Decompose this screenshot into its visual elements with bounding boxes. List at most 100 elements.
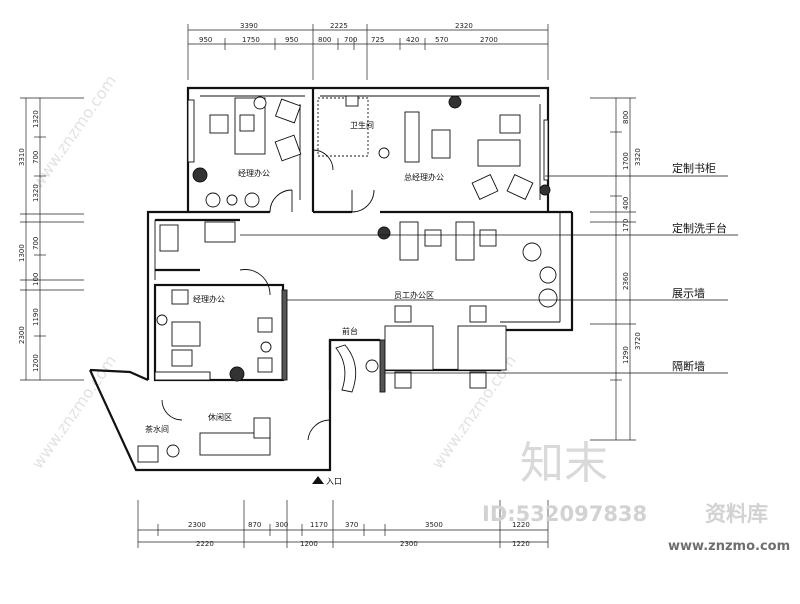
plant: [539, 184, 551, 196]
room-label-entrance: 入口: [326, 477, 342, 486]
armchair: [274, 134, 302, 162]
dim-left-part: 700: [32, 237, 40, 250]
dim-right-part: 2360: [622, 272, 630, 290]
armchair: [253, 417, 271, 439]
dimension-texts: 3390 2225 2320 950 1750 950 800 700 725 …: [18, 22, 642, 548]
doors: [161, 149, 375, 442]
armchair: [257, 357, 273, 373]
tea-table: [431, 129, 451, 159]
dim-left-total: 3310: [18, 148, 26, 166]
dim-bottom-total: 1200: [300, 540, 318, 548]
dimension-lines: [20, 24, 636, 548]
dim-bottom-total: 2300: [400, 540, 418, 548]
dim-right-part: 1290: [622, 346, 630, 364]
room-label-reception: 前台: [342, 326, 358, 336]
callout-custom-bookcase: 定制书柜: [672, 161, 716, 175]
room-label-manager-office-1: 经理办公: [238, 168, 270, 178]
watermark: 知末 ID:532097838 资料库 www.znzmo.com: [482, 438, 790, 554]
dim-top-part: 800: [318, 36, 331, 44]
watermark-logo-text: 知末: [520, 438, 608, 489]
dim-left-part: 2300: [18, 326, 26, 344]
chair: [205, 192, 221, 208]
dim-bottom-part: 370: [345, 521, 358, 529]
plant: [448, 95, 462, 109]
chair: [171, 349, 193, 367]
toilet-2: [159, 224, 179, 252]
dim-top-part: 700: [344, 36, 357, 44]
desk-cluster: [384, 325, 434, 371]
watermark-url-text: www.znzmo.com: [668, 539, 790, 554]
desk: [477, 139, 521, 167]
reception-desk: [335, 344, 357, 393]
sofa: [199, 432, 271, 456]
workstation: [455, 221, 475, 261]
dim-top-part: 420: [406, 36, 419, 44]
dim-left-part: 1200: [32, 354, 40, 372]
watermark-id-text: ID:532097838: [482, 502, 647, 526]
callouts: 定制书柜 定制洗手台 展示墙 隔断墙: [240, 161, 738, 374]
dim-top-part: 950: [285, 36, 298, 44]
display-plant: [522, 242, 542, 262]
watermark-library-text: 资料库: [705, 502, 768, 526]
chair: [394, 371, 412, 389]
plant: [253, 96, 267, 110]
sofa: [404, 111, 420, 163]
dim-top-total: 2320: [455, 22, 473, 30]
dim-top-part: 950: [199, 36, 212, 44]
callout-custom-wash-counter: 定制洗手台: [672, 221, 727, 235]
wash-basin: [204, 221, 236, 243]
armchair: [274, 98, 302, 124]
chair: [394, 305, 412, 323]
water-dispenser: [166, 444, 180, 458]
reception-chair: [365, 359, 379, 373]
desk: [171, 321, 201, 347]
display-item: [539, 266, 557, 284]
dim-bottom-part: 3500: [425, 521, 443, 529]
chair: [424, 229, 442, 247]
dim-left-part: 100: [32, 273, 40, 286]
toilet-bowl: [345, 95, 359, 107]
floor-lamp: [156, 314, 168, 326]
chair: [239, 114, 255, 132]
dim-top-part: 725: [371, 36, 384, 44]
dim-right-total: 3320: [634, 148, 642, 166]
room-label-general-manager-office: 总经理办公: [404, 172, 444, 182]
dim-bottom-part: 1220: [512, 521, 530, 529]
dim-top-total: 2225: [330, 22, 348, 30]
entrance-arrow-icon: [312, 476, 324, 484]
dim-bottom-part: 2300: [188, 521, 206, 529]
table: [226, 194, 238, 206]
desk-cluster: [457, 325, 507, 371]
watermark-diagonal-text: www.znzmo.com: [28, 71, 121, 192]
armchair: [257, 317, 273, 333]
room-label-staff-area: 员工办公区: [394, 290, 434, 300]
chair: [499, 114, 521, 134]
callout-partition-wall: 隔断墙: [672, 359, 705, 373]
dim-right-part: 3720: [634, 332, 642, 350]
chair: [469, 305, 487, 323]
dim-bottom-part: 300: [275, 521, 288, 529]
room-label-lounge: 休闲区: [208, 412, 232, 422]
toilet-tiles: [317, 97, 369, 157]
dim-bottom-part: 870: [248, 521, 261, 529]
furniture: [137, 95, 558, 463]
dim-right-part: 1700: [622, 152, 630, 170]
dim-right-part: 170: [622, 219, 630, 232]
dim-left-part: 1300: [18, 244, 26, 262]
dim-right-part: 800: [622, 111, 630, 124]
dim-top-part: 2700: [480, 36, 498, 44]
dim-bottom-part: 1170: [310, 521, 328, 529]
chair: [209, 114, 229, 134]
dim-bottom-total: 2220: [196, 540, 214, 548]
walls: [89, 86, 574, 472]
dim-bottom-total: 1220: [512, 540, 530, 548]
plant: [229, 366, 245, 382]
chair: [171, 289, 189, 305]
armchair: [471, 174, 499, 200]
dim-right-part: 400: [622, 197, 630, 210]
callout-display-wall: 展示墙: [672, 286, 705, 300]
counter: [137, 445, 159, 463]
dim-top-part: 570: [435, 36, 448, 44]
plant: [377, 226, 391, 240]
